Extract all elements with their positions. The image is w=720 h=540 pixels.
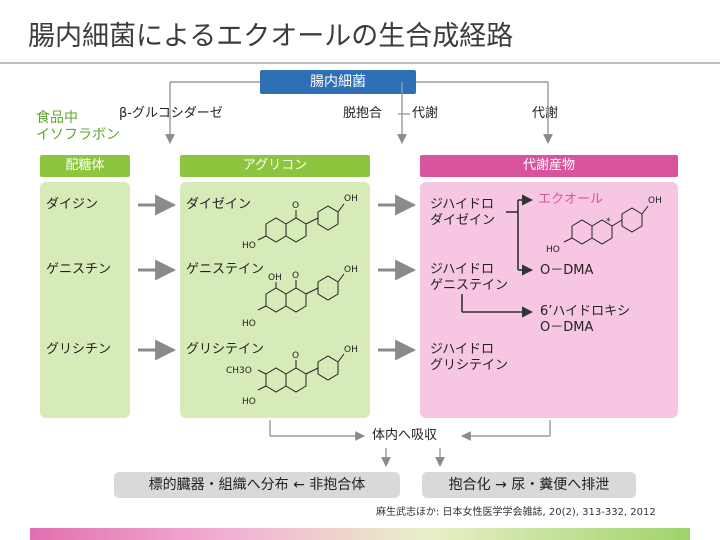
page-title: 腸内細菌によるエクオールの生合成経路: [28, 21, 514, 52]
odma-label: O－DMA: [540, 263, 594, 278]
equol-label: エクオール: [538, 192, 604, 207]
carbonyl-o-2: O: [292, 271, 299, 281]
equol-structure: [563, 205, 649, 245]
dihydrodaidzein-label: ジハイドロ ダイゼイン: [430, 197, 496, 228]
glycitein-label: グリシテイン: [186, 342, 265, 357]
ho-equol: HO: [546, 245, 560, 255]
daidzein-structure: [257, 203, 345, 243]
ho-2: HO: [242, 319, 256, 329]
metabolism-label-1: 代謝: [412, 106, 439, 121]
oh-2b: OH: [268, 273, 282, 283]
carbonyl-o-3: O: [292, 351, 299, 361]
top-bracket: [165, 81, 553, 144]
genistein-structure: [257, 273, 345, 313]
daidzin-label: ダイジン: [46, 197, 99, 212]
aglycone-header: アグリコン: [180, 155, 370, 177]
food-isoflavone-label: 食品中 イソフラボン: [36, 110, 120, 143]
excretion-box: 抱合化 → 尿・糞便へ排泄: [422, 472, 636, 498]
glycitein-structure: [257, 353, 345, 393]
oh-3: OH: [344, 345, 358, 355]
absorption-bracket: [269, 420, 551, 467]
glycoside-header: 配糖体: [40, 155, 130, 177]
dihydrogenistein-label: ジハイドロ ゲニステイン: [430, 262, 509, 293]
ho-3: HO: [242, 397, 256, 407]
metabolite-panel: [420, 182, 678, 418]
ho-1: HO: [242, 241, 256, 251]
metabolism-label-2: 代謝: [532, 106, 559, 121]
glycoside-panel: [40, 182, 130, 418]
methoxy: CH3O: [226, 366, 252, 376]
bottom-gradient-bar: [30, 528, 690, 540]
glucosidase-label: β-グルコシダーゼ: [119, 106, 223, 121]
dihydroglycitein-label: ジハイドロ グリシテイン: [430, 342, 509, 373]
oh-equol: OH: [648, 196, 662, 206]
metabolite-header: 代謝産物: [420, 155, 678, 177]
genistin-label: ゲニスチン: [46, 262, 112, 277]
carbonyl-o-1: O: [292, 201, 299, 211]
oh-1: OH: [344, 194, 358, 204]
daidzein-label: ダイゼイン: [186, 197, 252, 212]
oh-2: OH: [344, 265, 358, 275]
distribution-box: 標的臓器・組織へ分布 ← 非抱合体: [114, 472, 400, 498]
stage-arrows: [138, 194, 417, 361]
genistein-label: ゲニステイン: [186, 262, 265, 277]
deconjugation-label: 脱抱合: [343, 106, 383, 121]
citation: 麻生武志ほか: 日本女性医学学会雑誌, 20(2), 313-332, 2012: [376, 507, 656, 518]
hydroxy-odma-label: 6’ハイドロキシ O－DMA: [540, 304, 631, 335]
metabolite-branches: [461, 194, 534, 318]
gut-bacteria-box: 腸内細菌: [260, 70, 416, 94]
title-divider: [0, 62, 720, 64]
glycitin-label: グリシチン: [46, 342, 112, 357]
absorption-label: 体内へ吸収: [372, 428, 438, 443]
chiral-star: *: [606, 217, 611, 227]
